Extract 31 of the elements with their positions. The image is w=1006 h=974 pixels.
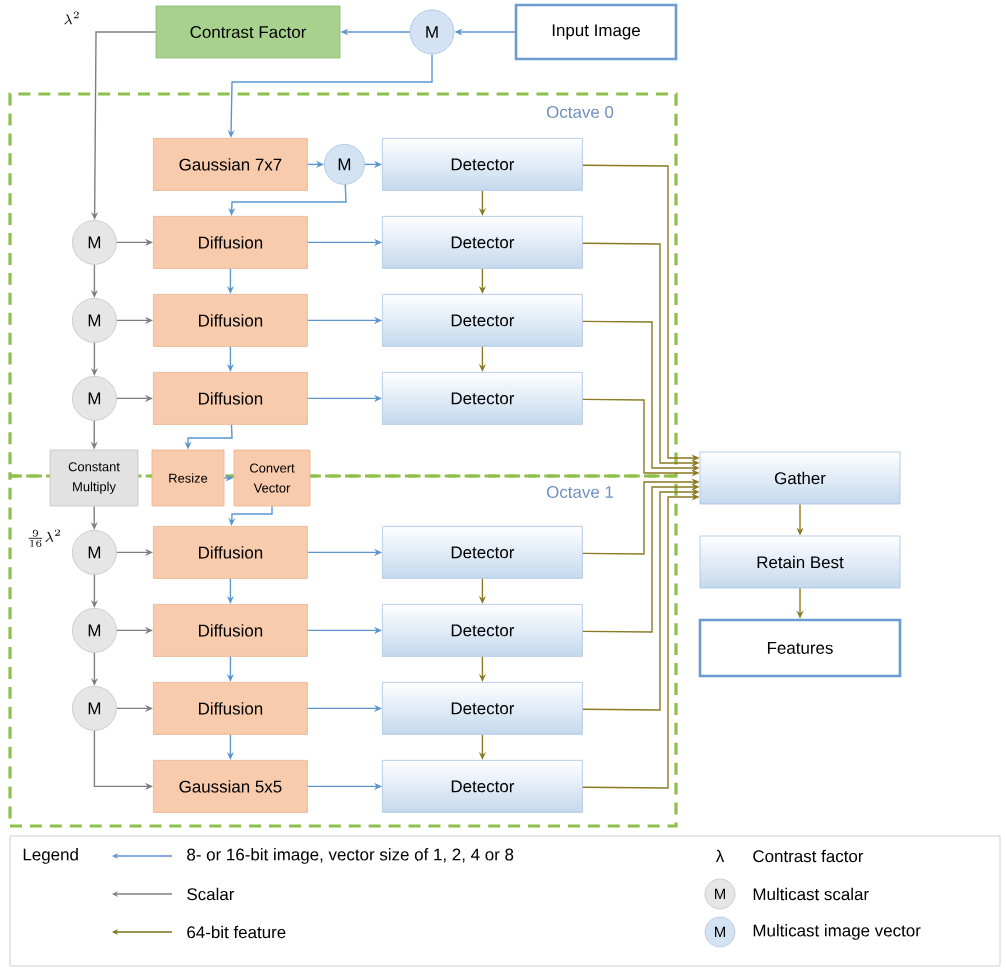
process-box: Diffusion bbox=[153, 294, 308, 347]
formula-label: $\frac{9}{16}\lambda^{2}$ bbox=[28, 529, 60, 547]
legend-text: Multicast image vector bbox=[753, 924, 921, 940]
legend-text: Multicast scalar bbox=[753, 887, 869, 901]
io-box: Input Image bbox=[514, 3, 678, 61]
process-box: Detector bbox=[382, 604, 583, 657]
process-box: Diffusion bbox=[153, 682, 308, 735]
lambda-symbol: λ bbox=[715, 849, 725, 863]
io-box: Features bbox=[698, 618, 902, 678]
legend-text: Contrast factor bbox=[753, 849, 864, 863]
process-box: Retain Best bbox=[699, 535, 901, 589]
process-box: Detector bbox=[382, 682, 583, 735]
process-box: Diffusion bbox=[153, 604, 308, 657]
process-box: Detector bbox=[382, 760, 583, 813]
legend-text: Scalar bbox=[187, 887, 235, 901]
process-box: Detector bbox=[382, 216, 583, 269]
process-box: Diffusion bbox=[153, 526, 308, 579]
legend-title: Legend bbox=[23, 848, 78, 864]
legend-text: 8- or 16-bit image, vector size of 1, 2, 4 or 8 bbox=[187, 848, 514, 864]
process-box: Detector bbox=[382, 526, 583, 579]
process-box: Gaussian 7x7 bbox=[153, 138, 308, 191]
legend-text: 64-bit feature bbox=[187, 925, 286, 939]
process-box: Detector bbox=[382, 372, 583, 425]
process-box: Gaussian 5x5 bbox=[153, 760, 308, 813]
process-box: Gather bbox=[699, 451, 901, 505]
process-box: Diffusion bbox=[153, 216, 308, 269]
process-box: Detector bbox=[382, 138, 583, 191]
process-box: Contrast Factor bbox=[155, 5, 341, 59]
process-box: Diffusion bbox=[153, 372, 308, 425]
formula-label: $\lambda^{2}$ bbox=[64, 11, 79, 25]
process-box: Detector bbox=[382, 294, 583, 347]
